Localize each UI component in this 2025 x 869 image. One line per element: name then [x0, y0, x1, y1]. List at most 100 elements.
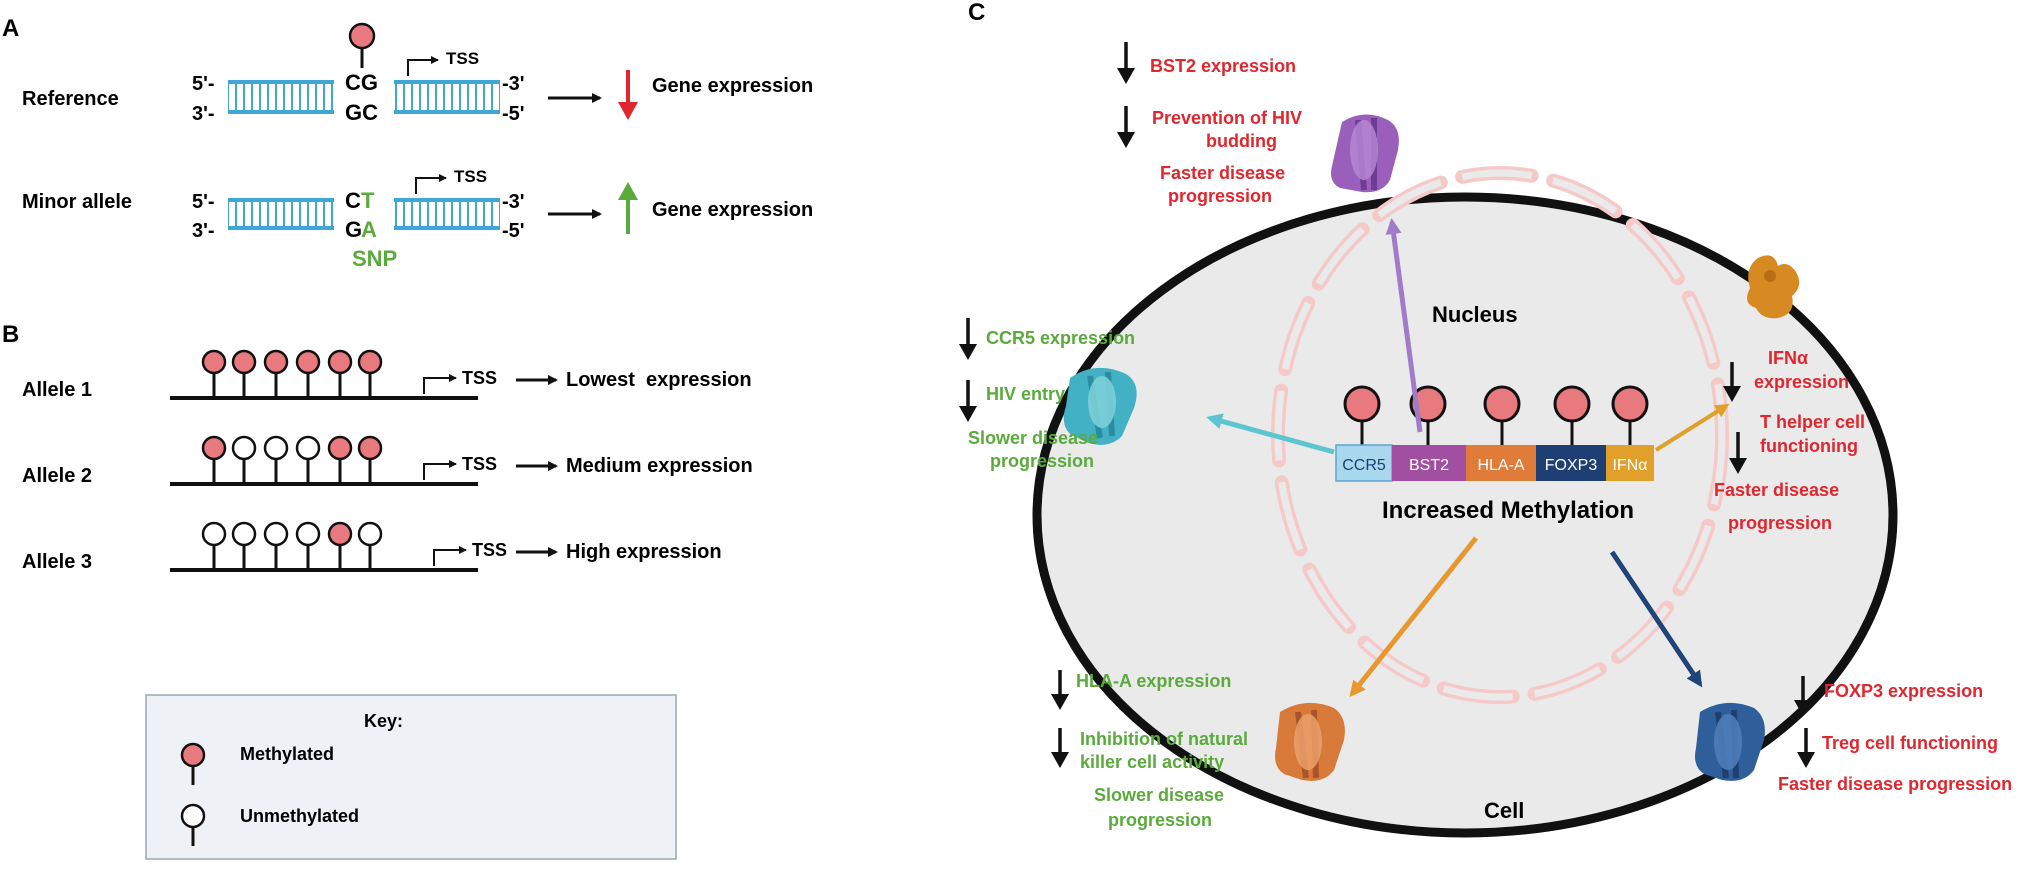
methyl-lollipop-ref — [348, 22, 376, 68]
ref-tss-arrow — [407, 56, 439, 76]
ref-top-3prime: -3' — [502, 73, 525, 95]
foxp3-progression: Faster disease progression — [1778, 774, 2012, 794]
nucleus-label: Nucleus — [1432, 302, 1518, 327]
minor-top-c: C — [345, 188, 361, 213]
unmethylated-site-icon — [201, 521, 227, 568]
minor-allele-row: Minor allele 5'- 3'- C T G A SNP TSS -3'… — [22, 167, 813, 271]
methylated-site-icon — [231, 349, 257, 396]
increased-methylation-label: Increased Methylation — [1382, 497, 1634, 524]
ref-bot-5prime: -5' — [502, 103, 525, 125]
minor-top-5prime: 5'- — [192, 191, 215, 213]
tss-label: TSS — [472, 540, 507, 560]
tss-arrow — [423, 374, 457, 394]
key-unmethylated-icon — [180, 803, 206, 846]
methylated-site-icon — [327, 435, 353, 482]
ref-top-5prime: 5'- — [192, 73, 215, 95]
tss-arrow — [433, 546, 467, 566]
minor-allele-label: Minor allele — [22, 191, 132, 213]
foxp3-arrow — [1609, 550, 1703, 688]
ccr5-effects: CCR5 expression HIV entry Slower disease… — [959, 318, 1135, 471]
allele-result: Lowest expression — [566, 369, 752, 391]
minor-dna-right — [394, 198, 500, 230]
snp-label: SNP — [352, 246, 397, 271]
methylated-site-icon — [295, 349, 321, 396]
unmethylated-site-icon — [295, 521, 321, 568]
hla-progression-2: progression — [1108, 810, 1212, 830]
panel-b-label: B — [2, 321, 19, 348]
hla-receptor-icon — [1275, 702, 1345, 781]
key-methylated-icon — [180, 742, 206, 785]
ifna-protein-icon — [1747, 255, 1800, 319]
gene-foxp3 — [1536, 445, 1606, 481]
methylated-site-icon — [201, 435, 227, 482]
allele-label: Allele 1 — [22, 379, 92, 401]
ccr5-progression-2: progression — [990, 451, 1094, 471]
ifna-progression-2: progression — [1728, 513, 1832, 533]
bst2-expression: BST2 expression — [1150, 56, 1296, 76]
gene-bst2-label: BST2 — [1409, 457, 1449, 474]
ifna-thelper-2: functioning — [1760, 436, 1858, 456]
ref-bot-bases: GC — [345, 100, 378, 125]
ifna-effects: IFNα expression T helper cell functionin… — [1714, 348, 1865, 533]
hla-progression-1: Slower disease — [1094, 785, 1224, 805]
reference-row: Reference 5'- 3'- CG GC TSS -3' -5' Gene… — [22, 22, 813, 125]
gene-bst2 — [1392, 445, 1466, 481]
hla-arrow — [1349, 536, 1478, 698]
unmethylated-site-icon — [263, 521, 289, 568]
bst2-effects: BST2 expression Prevention of HIV buddin… — [1117, 42, 1302, 206]
minor-result-text: Gene expression — [652, 199, 813, 221]
methylated-site-icon — [327, 349, 353, 396]
reference-label: Reference — [22, 88, 119, 110]
minor-top-t: T — [361, 188, 375, 213]
bst2-progression-1: Faster disease — [1160, 163, 1285, 183]
gene-foxp3-label: FOXP3 — [1545, 457, 1598, 474]
gene-ccr5 — [1335, 444, 1393, 482]
hla-effects: HLA-A expression Inhibition of natural k… — [1051, 670, 1248, 830]
foxp3-expression: FOXP3 expression — [1824, 681, 1983, 701]
unmethylated-site-icon — [295, 435, 321, 482]
ccr5-progression-1: Slower disease — [968, 428, 1098, 448]
allele-label: Allele 3 — [22, 551, 92, 573]
ref-result-text: Gene expression — [652, 75, 813, 97]
minor-bot-a: A — [361, 217, 377, 242]
hla-nk-1: Inhibition of natural — [1080, 729, 1248, 749]
ifna-thelper-1: T helper cell — [1760, 412, 1865, 432]
minor-bot-5prime: -5' — [502, 220, 525, 242]
ref-tss-label: TSS — [446, 49, 479, 68]
hla-expression: HLA-A expression — [1076, 671, 1231, 691]
gene-ifna-label: IFNα — [1612, 457, 1647, 474]
key-title: Key: — [364, 711, 403, 731]
methylated-site-icon — [357, 435, 383, 482]
hla-nk-2: killer cell activity — [1080, 752, 1224, 772]
unmethylated-site-icon — [263, 435, 289, 482]
minor-tss-arrow — [415, 174, 447, 194]
methylated-site-icon — [201, 349, 227, 396]
methylated-site-icon — [327, 521, 353, 568]
down-arrow-red-icon — [618, 70, 638, 120]
tss-label: TSS — [462, 454, 497, 474]
foxp3-receptor-icon — [1695, 702, 1765, 781]
ifna-progression-1: Faster disease — [1714, 480, 1839, 500]
foxp3-effects: FOXP3 expression Treg cell functioning F… — [1778, 676, 2012, 794]
bst2-budding-1: Prevention of HIV — [1152, 108, 1302, 128]
bst2-arrow — [1385, 218, 1423, 433]
foxp3-treg: Treg cell functioning — [1822, 733, 1998, 753]
key-methylated-label: Methylated — [240, 744, 334, 764]
ifna-expression-2: expression — [1754, 372, 1849, 392]
minor-dna-left — [228, 198, 334, 230]
bst2-receptor-icon — [1331, 114, 1399, 193]
panel-c-label: C — [968, 0, 985, 26]
ccr5-hiv-entry: HIV entry — [986, 384, 1065, 404]
minor-top-3prime: -3' — [502, 191, 525, 213]
ccr5-arrow — [1206, 413, 1335, 455]
allele-label: Allele 2 — [22, 465, 92, 487]
ccr5-expression: CCR5 expression — [986, 328, 1135, 348]
minor-bot-3prime: 3'- — [192, 220, 215, 242]
cell-label: Cell — [1484, 798, 1524, 823]
ref-top-bases: CG — [345, 70, 378, 95]
gene-bar: CCR5 BST2 HLA-A FOXP3 IFNα — [1335, 444, 1654, 482]
methylated-site-icon — [263, 349, 289, 396]
